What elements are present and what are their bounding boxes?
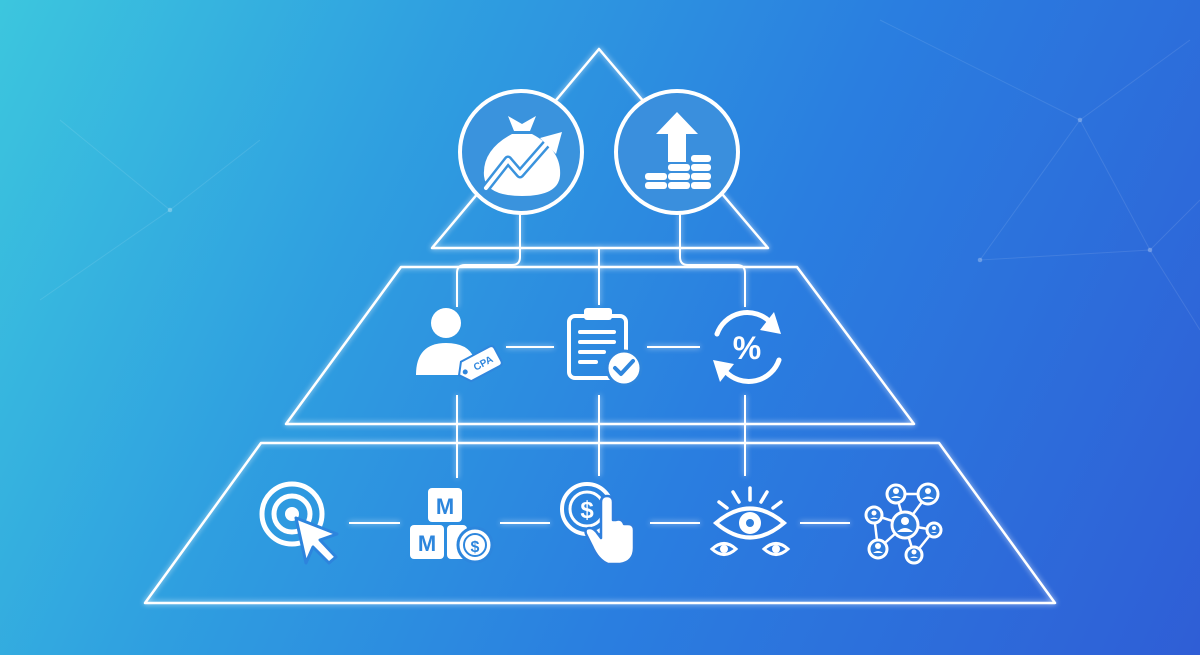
- money-bag-growth-icon: [458, 89, 584, 215]
- pyramid-middle-tier: [284, 265, 916, 426]
- background-network: [39, 19, 1200, 331]
- coin-touch-dollar-label: $: [580, 497, 594, 524]
- connector-lines: [349, 212, 850, 524]
- network-people-icon: [864, 482, 943, 565]
- mm-blocks-dollar-icon: M M $: [410, 488, 494, 564]
- pyramid-bottom-tier: [143, 441, 1057, 605]
- coin-dollar-label: $: [471, 539, 480, 556]
- block-m1-label: M: [436, 494, 454, 519]
- user-cpa-tag-icon: CPA: [416, 308, 503, 383]
- eye-watch-icon: [709, 486, 791, 556]
- percent-cycle-icon: %: [713, 310, 782, 384]
- dollar-touch-icon: $: [560, 482, 636, 566]
- percent-label: %: [733, 330, 761, 366]
- clipboard-check-icon: [567, 308, 643, 387]
- arrow-up-coins-icon: [614, 89, 740, 215]
- click-cursor-icon: [259, 481, 339, 565]
- block-m2-label: M: [418, 531, 436, 556]
